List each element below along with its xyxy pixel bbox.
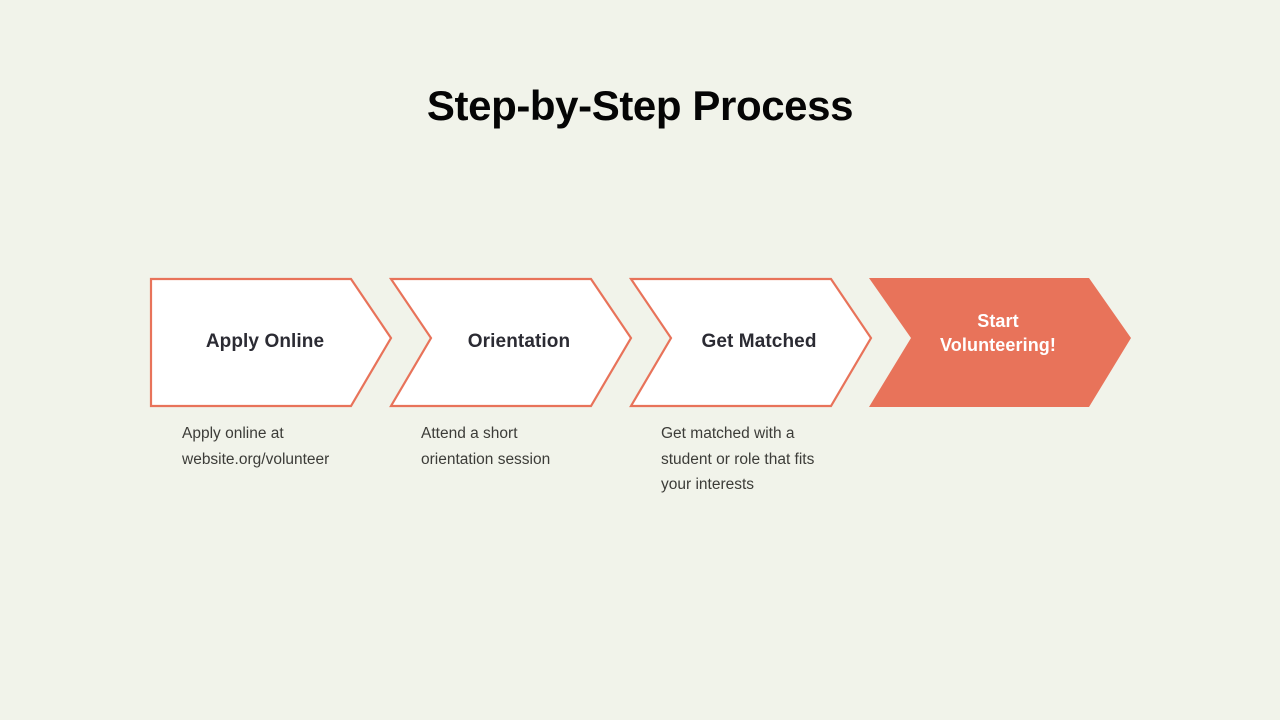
process-step-3[interactable]: Get Matched: [628, 277, 873, 408]
process-step-4[interactable]: Start Volunteering!: [869, 278, 1131, 407]
caption-line: Get matched with a: [661, 425, 795, 442]
caption-line: website.org/volunteer: [182, 450, 330, 468]
page-title: Step-by-Step Process: [426, 82, 854, 129]
process-step-3-label: Get Matched: [701, 331, 816, 352]
process-step-4-label-line-1: Start: [977, 311, 1019, 331]
caption-line: Apply online at: [182, 425, 284, 442]
process-step-2-caption: Attend a short orientation session: [421, 421, 641, 472]
chevron-shape-3[interactable]: [628, 277, 873, 408]
chevron-shape-2[interactable]: [388, 277, 633, 408]
chevron-shape-4[interactable]: [869, 278, 1131, 407]
process-step-1-caption: Apply online at website.org/volunteer: [182, 421, 402, 472]
caption-line: student or role that fits: [661, 450, 815, 468]
caption-line: Attend a short: [421, 425, 518, 442]
process-step-3-caption: Get matched with a student or role that …: [661, 421, 891, 498]
step-captions: Apply online at website.org/volunteer At…: [0, 421, 1280, 531]
caption-line: your interests: [661, 476, 755, 493]
caption-line: orientation session: [421, 450, 551, 468]
chevron-svg: Apply Online Orientation Get Matched Sta…: [149, 277, 1131, 408]
process-step-1[interactable]: Apply Online: [149, 277, 393, 408]
process-flow-diagram: Apply Online Orientation Get Matched Sta…: [0, 270, 1280, 415]
process-step-2[interactable]: Orientation: [388, 277, 633, 408]
process-step-1-label: Apply Online: [206, 331, 324, 352]
process-step-2-label: Orientation: [468, 331, 570, 352]
process-step-4-label-line-2: Volunteering!: [940, 335, 1056, 355]
chevron-shape-1[interactable]: [149, 277, 393, 408]
